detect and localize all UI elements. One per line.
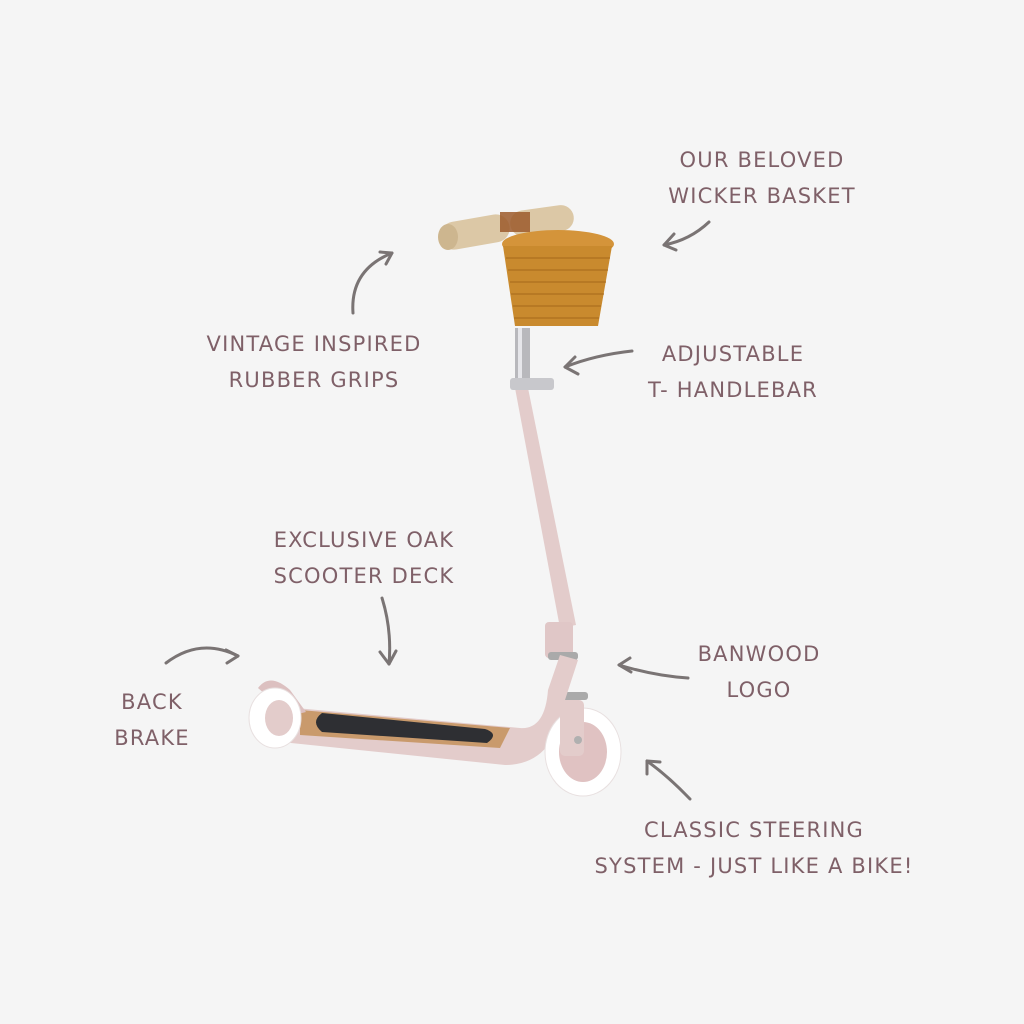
callout-rubber-grips: VINTAGE INSPIRED RUBBER GRIPS — [194, 326, 434, 398]
callout-steering-system: CLASSIC STEERING SYSTEM - JUST LIKE A BI… — [584, 812, 924, 884]
callout-back-brake: BACK BRAKE — [102, 684, 202, 756]
callout-line: RUBBER GRIPS — [228, 368, 400, 392]
callout-line: SYSTEM - JUST LIKE A BIKE! — [594, 854, 914, 878]
wicker-basket-graphic — [502, 230, 614, 326]
callout-wicker-basket: OUR BELOVED WICKER BASKET — [662, 142, 862, 214]
arrow-wicker-basket-icon — [662, 220, 711, 252]
arrow-handlebar-icon — [563, 349, 634, 376]
callout-line: SCOOTER DECK — [273, 564, 455, 588]
arrow-steering-icon — [645, 759, 692, 801]
callout-banwood-logo: BANWOOD LOGO — [684, 636, 834, 708]
scooter-stem — [510, 328, 588, 700]
rear-wheel — [248, 687, 302, 749]
front-wheel — [544, 700, 622, 797]
callout-line: OUR BELOVED — [679, 148, 845, 172]
callout-line: BACK — [121, 690, 183, 714]
arrow-back-brake-icon — [164, 646, 240, 665]
callout-line: WICKER BASKET — [668, 184, 856, 208]
callout-line: BRAKE — [114, 726, 190, 750]
scooter-deck — [258, 655, 578, 765]
callout-oak-deck: EXCLUSIVE OAK SCOOTER DECK — [256, 522, 472, 594]
arrow-rubber-grips-icon — [351, 250, 394, 315]
callout-line: BANWOOD — [697, 642, 821, 666]
handlebar-grips — [438, 205, 574, 250]
arrow-banwood-logo-icon — [617, 656, 690, 680]
callout-t-handlebar: ADJUSTABLE T- HANDLEBAR — [638, 336, 828, 408]
callout-line: VINTAGE INSPIRED — [206, 332, 422, 356]
callout-line: CLASSIC STEERING — [643, 818, 865, 842]
callout-line: ADJUSTABLE — [661, 342, 805, 366]
arrow-oak-deck-icon — [378, 596, 398, 666]
callout-line: LOGO — [726, 678, 792, 702]
callout-line: EXCLUSIVE OAK — [273, 528, 455, 552]
callout-line: T- HANDLEBAR — [648, 378, 818, 402]
